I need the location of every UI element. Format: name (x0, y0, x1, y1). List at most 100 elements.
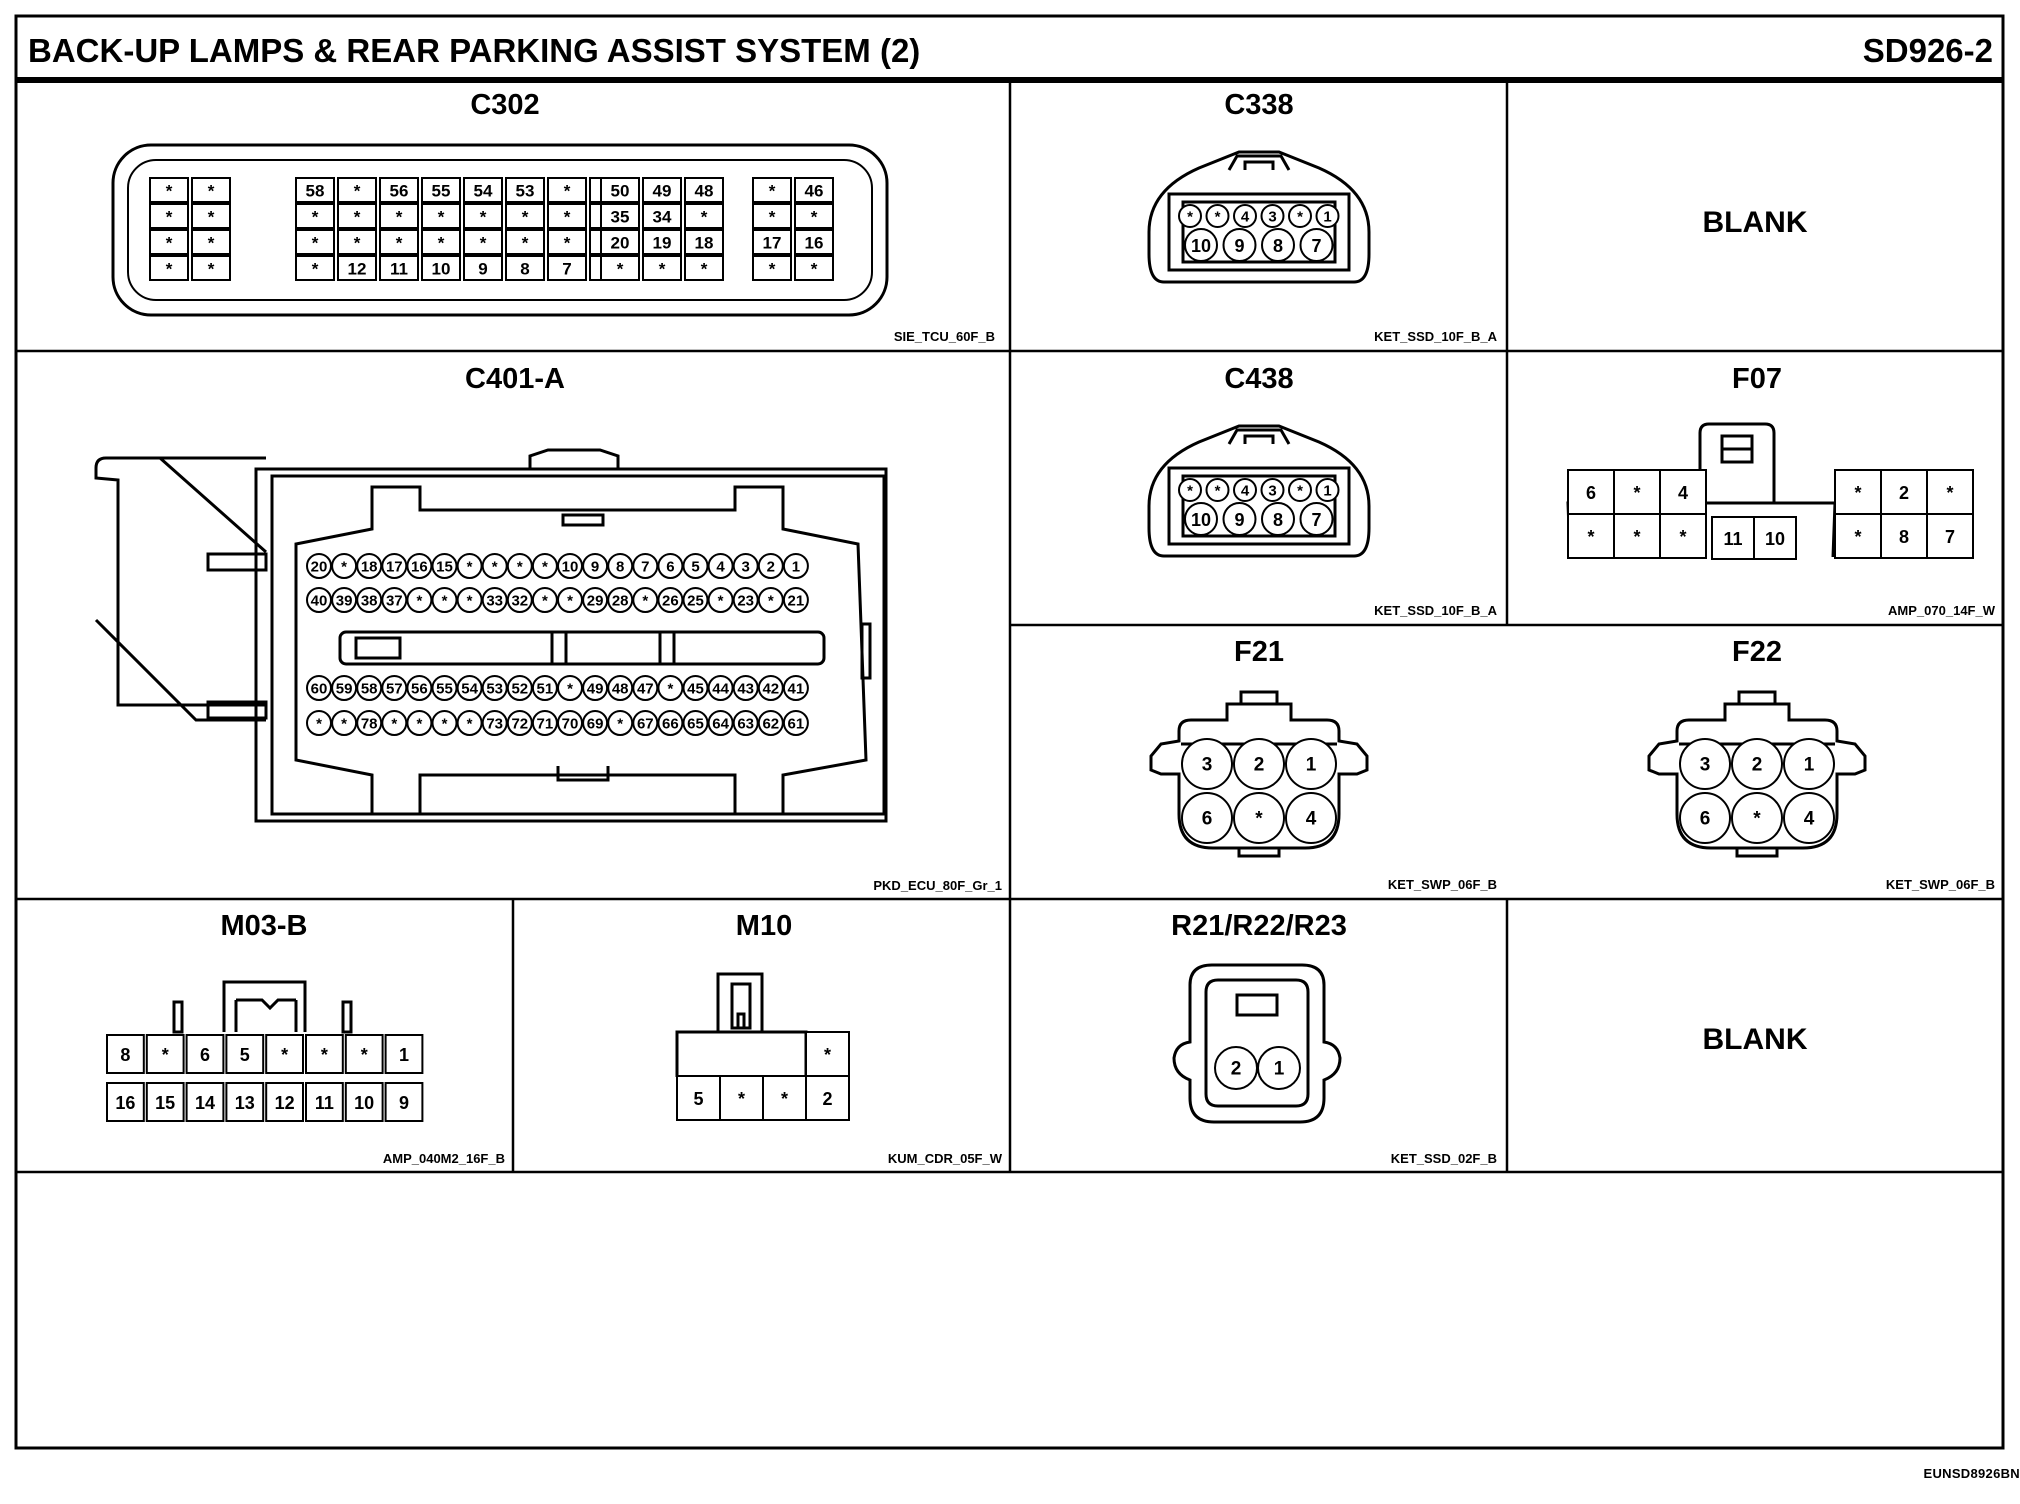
c401a-pin-10-cavity (557, 553, 583, 579)
f22-pin-6: 6 (1700, 809, 1711, 830)
c302-pin-*: * (166, 182, 173, 201)
r21-housing (1172, 963, 1342, 1124)
c302-pin-*: * (396, 234, 403, 253)
connector-r21-code: KET_SSD_02F_B (1391, 1151, 1497, 1166)
c401a-pin-53-cavity (481, 675, 508, 701)
c401a-pin-5-cavity (682, 553, 709, 579)
m03b-pin-5: 5 (240, 1045, 250, 1065)
c302-pin-*: * (208, 208, 215, 227)
c401a-pin-70-cavity (557, 710, 583, 736)
c438-pin-*-cavity (1178, 478, 1202, 502)
c401a-pin-41-cavity (782, 675, 809, 701)
c401a-pin-*: * (542, 559, 548, 576)
document-id: EUNSD8926BN (1923, 1466, 2020, 1481)
f21-pin-4-cavity (1285, 792, 1337, 844)
c401a-pin-40-cavity (306, 587, 332, 613)
c401a-pin-7: 7 (641, 559, 649, 576)
f07-pin-4-cavity (1659, 469, 1707, 515)
c401a-pin-29-cavity (582, 587, 609, 613)
c401a-pin-70: 70 (562, 716, 579, 733)
c302-pin-35-cavity (600, 203, 640, 229)
c302-pin-*: * (564, 234, 571, 253)
c302-pin-12: 12 (348, 260, 367, 279)
f22-pin-6-cavity (1679, 792, 1731, 844)
c401a-pin-*: * (667, 681, 673, 698)
c302-pin-18-cavity (684, 229, 724, 255)
c401a-pin-2: 2 (767, 559, 775, 576)
f07-pin-10-cavity (1753, 516, 1797, 560)
c302-pin-*: * (354, 182, 361, 201)
f07-pin-*-cavity (1659, 513, 1707, 559)
c401a-pin-51-cavity (531, 675, 558, 701)
c302-pin-16: 16 (805, 234, 824, 253)
m03b-pin-15-cavity (145, 1082, 185, 1122)
c401a-pin-9: 9 (591, 559, 599, 576)
c401a-pin-58: 58 (361, 681, 378, 698)
c401a-pin-65: 65 (687, 716, 704, 733)
c302-pin-*: * (480, 234, 487, 253)
c302-pin-54-cavity (463, 177, 503, 203)
c401a-pin-61-cavity (782, 710, 809, 736)
c401a-pin-66-cavity (657, 710, 684, 736)
c302-pin-*: * (522, 208, 529, 227)
c401a-pin-60: 60 (311, 681, 328, 698)
c401a-pin-9-cavity (582, 553, 609, 579)
c302-pin-58: 58 (306, 182, 325, 201)
m03b-pin-*: * (361, 1045, 368, 1065)
m03b-pin-9: 9 (399, 1093, 409, 1113)
c401a-pin-6: 6 (666, 559, 674, 576)
connector-f21-code: KET_SWP_06F_B (1388, 877, 1497, 892)
f21-pin-3-cavity (1181, 738, 1233, 790)
c401a-pin-21: 21 (788, 593, 805, 610)
c401a-pin-*: * (316, 716, 322, 733)
c401a-pin-42-cavity (757, 675, 784, 701)
connector-f22-title: F22 (1732, 636, 1782, 668)
c401a-pin-64: 64 (712, 716, 729, 733)
c302-pin-46-cavity (794, 177, 834, 203)
c401a-pin-67: 67 (637, 716, 654, 733)
c302-pin-*-cavity (642, 255, 682, 281)
c302-pin-34: 34 (653, 208, 672, 227)
c302-pin-*: * (312, 260, 319, 279)
c401a-pin-16: 16 (411, 559, 428, 576)
connector-c302-title: C302 (470, 89, 539, 121)
page-title: BACK-UP LAMPS & REAR PARKING ASSIST SYST… (28, 32, 920, 69)
c338-pin-4-cavity (1233, 204, 1257, 228)
c401a-pin-47: 47 (637, 681, 654, 698)
m10-pin-5: 5 (693, 1089, 703, 1109)
c302-pin-*-cavity (794, 203, 834, 229)
c302-pin-56: 56 (390, 182, 409, 201)
c401a-pin-56: 56 (411, 681, 428, 698)
c302-pin-*: * (166, 234, 173, 253)
m10-pin-5-cavity (676, 1075, 721, 1121)
c401a-pin-18-cavity (356, 553, 383, 579)
c401a-pin-55: 55 (436, 681, 453, 698)
c401a-pin-1: 1 (792, 559, 800, 576)
connector-f22-code: KET_SWP_06F_B (1886, 877, 1995, 892)
m03b-pin-16-cavity (106, 1082, 145, 1122)
m03b-pin-11-cavity (305, 1082, 344, 1122)
c302-pin-*: * (769, 208, 776, 227)
f22-pin-1-cavity (1783, 738, 1835, 790)
c401a-pin-17-cavity (381, 553, 408, 579)
c401a-pin-72-cavity (506, 710, 533, 736)
c401a-pin-52-cavity (506, 675, 533, 701)
c401a-pin-21-cavity (782, 587, 809, 613)
c302-pin-*: * (811, 208, 818, 227)
c302-pin-18: 18 (695, 234, 714, 253)
c401a-pin-73-cavity (481, 710, 508, 736)
c401a-pin-54: 54 (461, 681, 478, 698)
c401a-pin-*-cavity (506, 553, 533, 579)
c302-pin-49-cavity (642, 177, 682, 203)
c302-pin-11-cavity (379, 255, 419, 281)
c401a-pin-*-cavity (431, 710, 458, 736)
c401a-pin-*: * (617, 716, 623, 733)
c401a-pin-23: 23 (737, 593, 754, 610)
c401a-pin-66: 66 (662, 716, 679, 733)
c401a-pin-53: 53 (486, 681, 503, 698)
c401a-pin-1-cavity (782, 553, 809, 579)
c302-pin-55: 55 (432, 182, 451, 201)
